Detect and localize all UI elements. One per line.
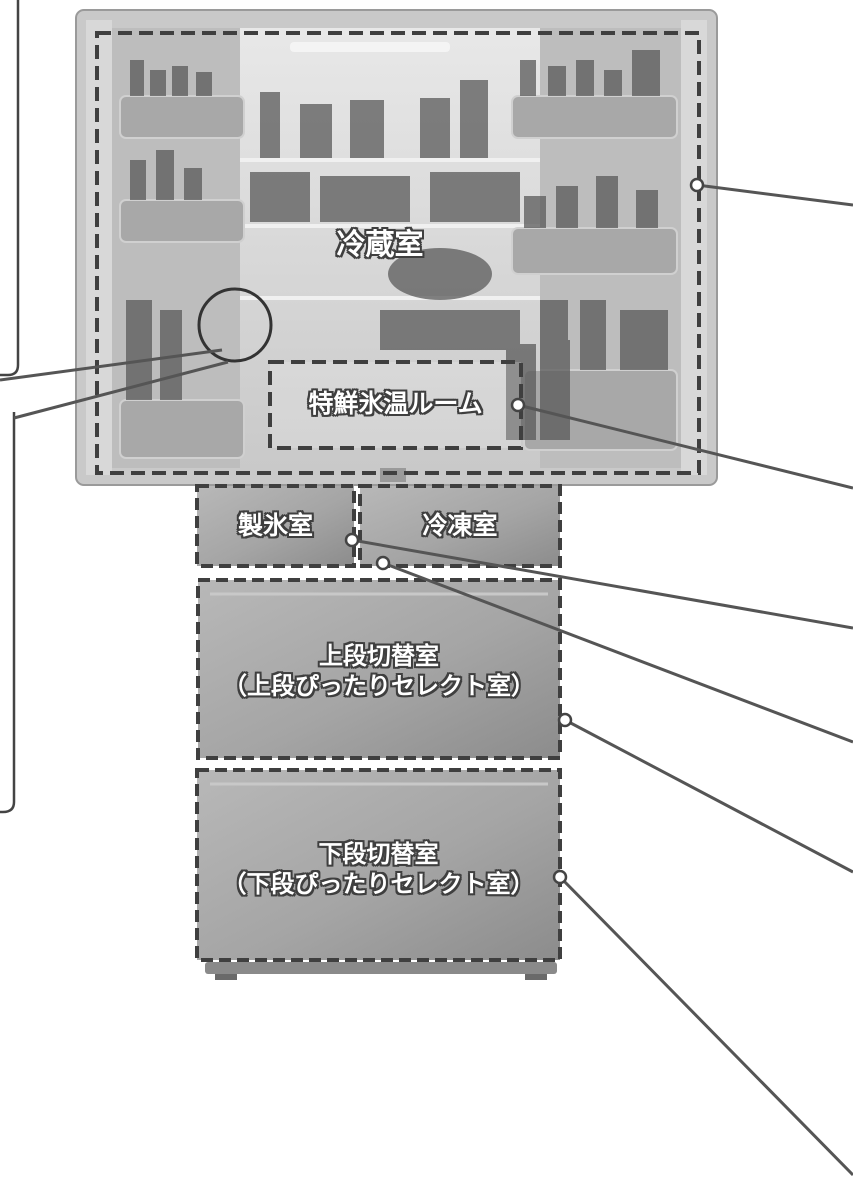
upper-switch-subtitle: （上段ぴったりセレクト室） <box>223 672 535 700</box>
lower-switch-label: 下段切替室 （下段ぴったりセレクト室） <box>197 822 560 916</box>
fridge-label: 冷蔵室 <box>336 226 424 261</box>
upper-switch-label: 上段切替室 （上段ぴったりセレクト室） <box>198 624 560 718</box>
special-room-label: 特鮮氷温ルーム <box>308 389 483 419</box>
ice-compartment <box>195 484 356 568</box>
leader-dots <box>344 177 705 885</box>
lower-switch-drawer <box>195 768 562 962</box>
ice-compartment-label: 製氷室 <box>237 511 313 541</box>
refrigerator-cabinet <box>75 9 718 486</box>
upper-switch-name: 上段切替室 <box>319 642 439 670</box>
fridge-compartment-outline <box>95 31 701 475</box>
lower-switch-name: 下段切替室 <box>318 840 439 868</box>
left-bracket-line <box>0 0 20 814</box>
upper-switch-drawer <box>196 578 562 760</box>
freezer-compartment <box>358 484 562 568</box>
leader-lines <box>0 183 853 1177</box>
freezer-label: 冷凍室 <box>422 511 498 541</box>
lower-switch-subtitle: （下段ぴったりセレクト室） <box>222 870 535 898</box>
special-room-outline <box>268 360 523 450</box>
